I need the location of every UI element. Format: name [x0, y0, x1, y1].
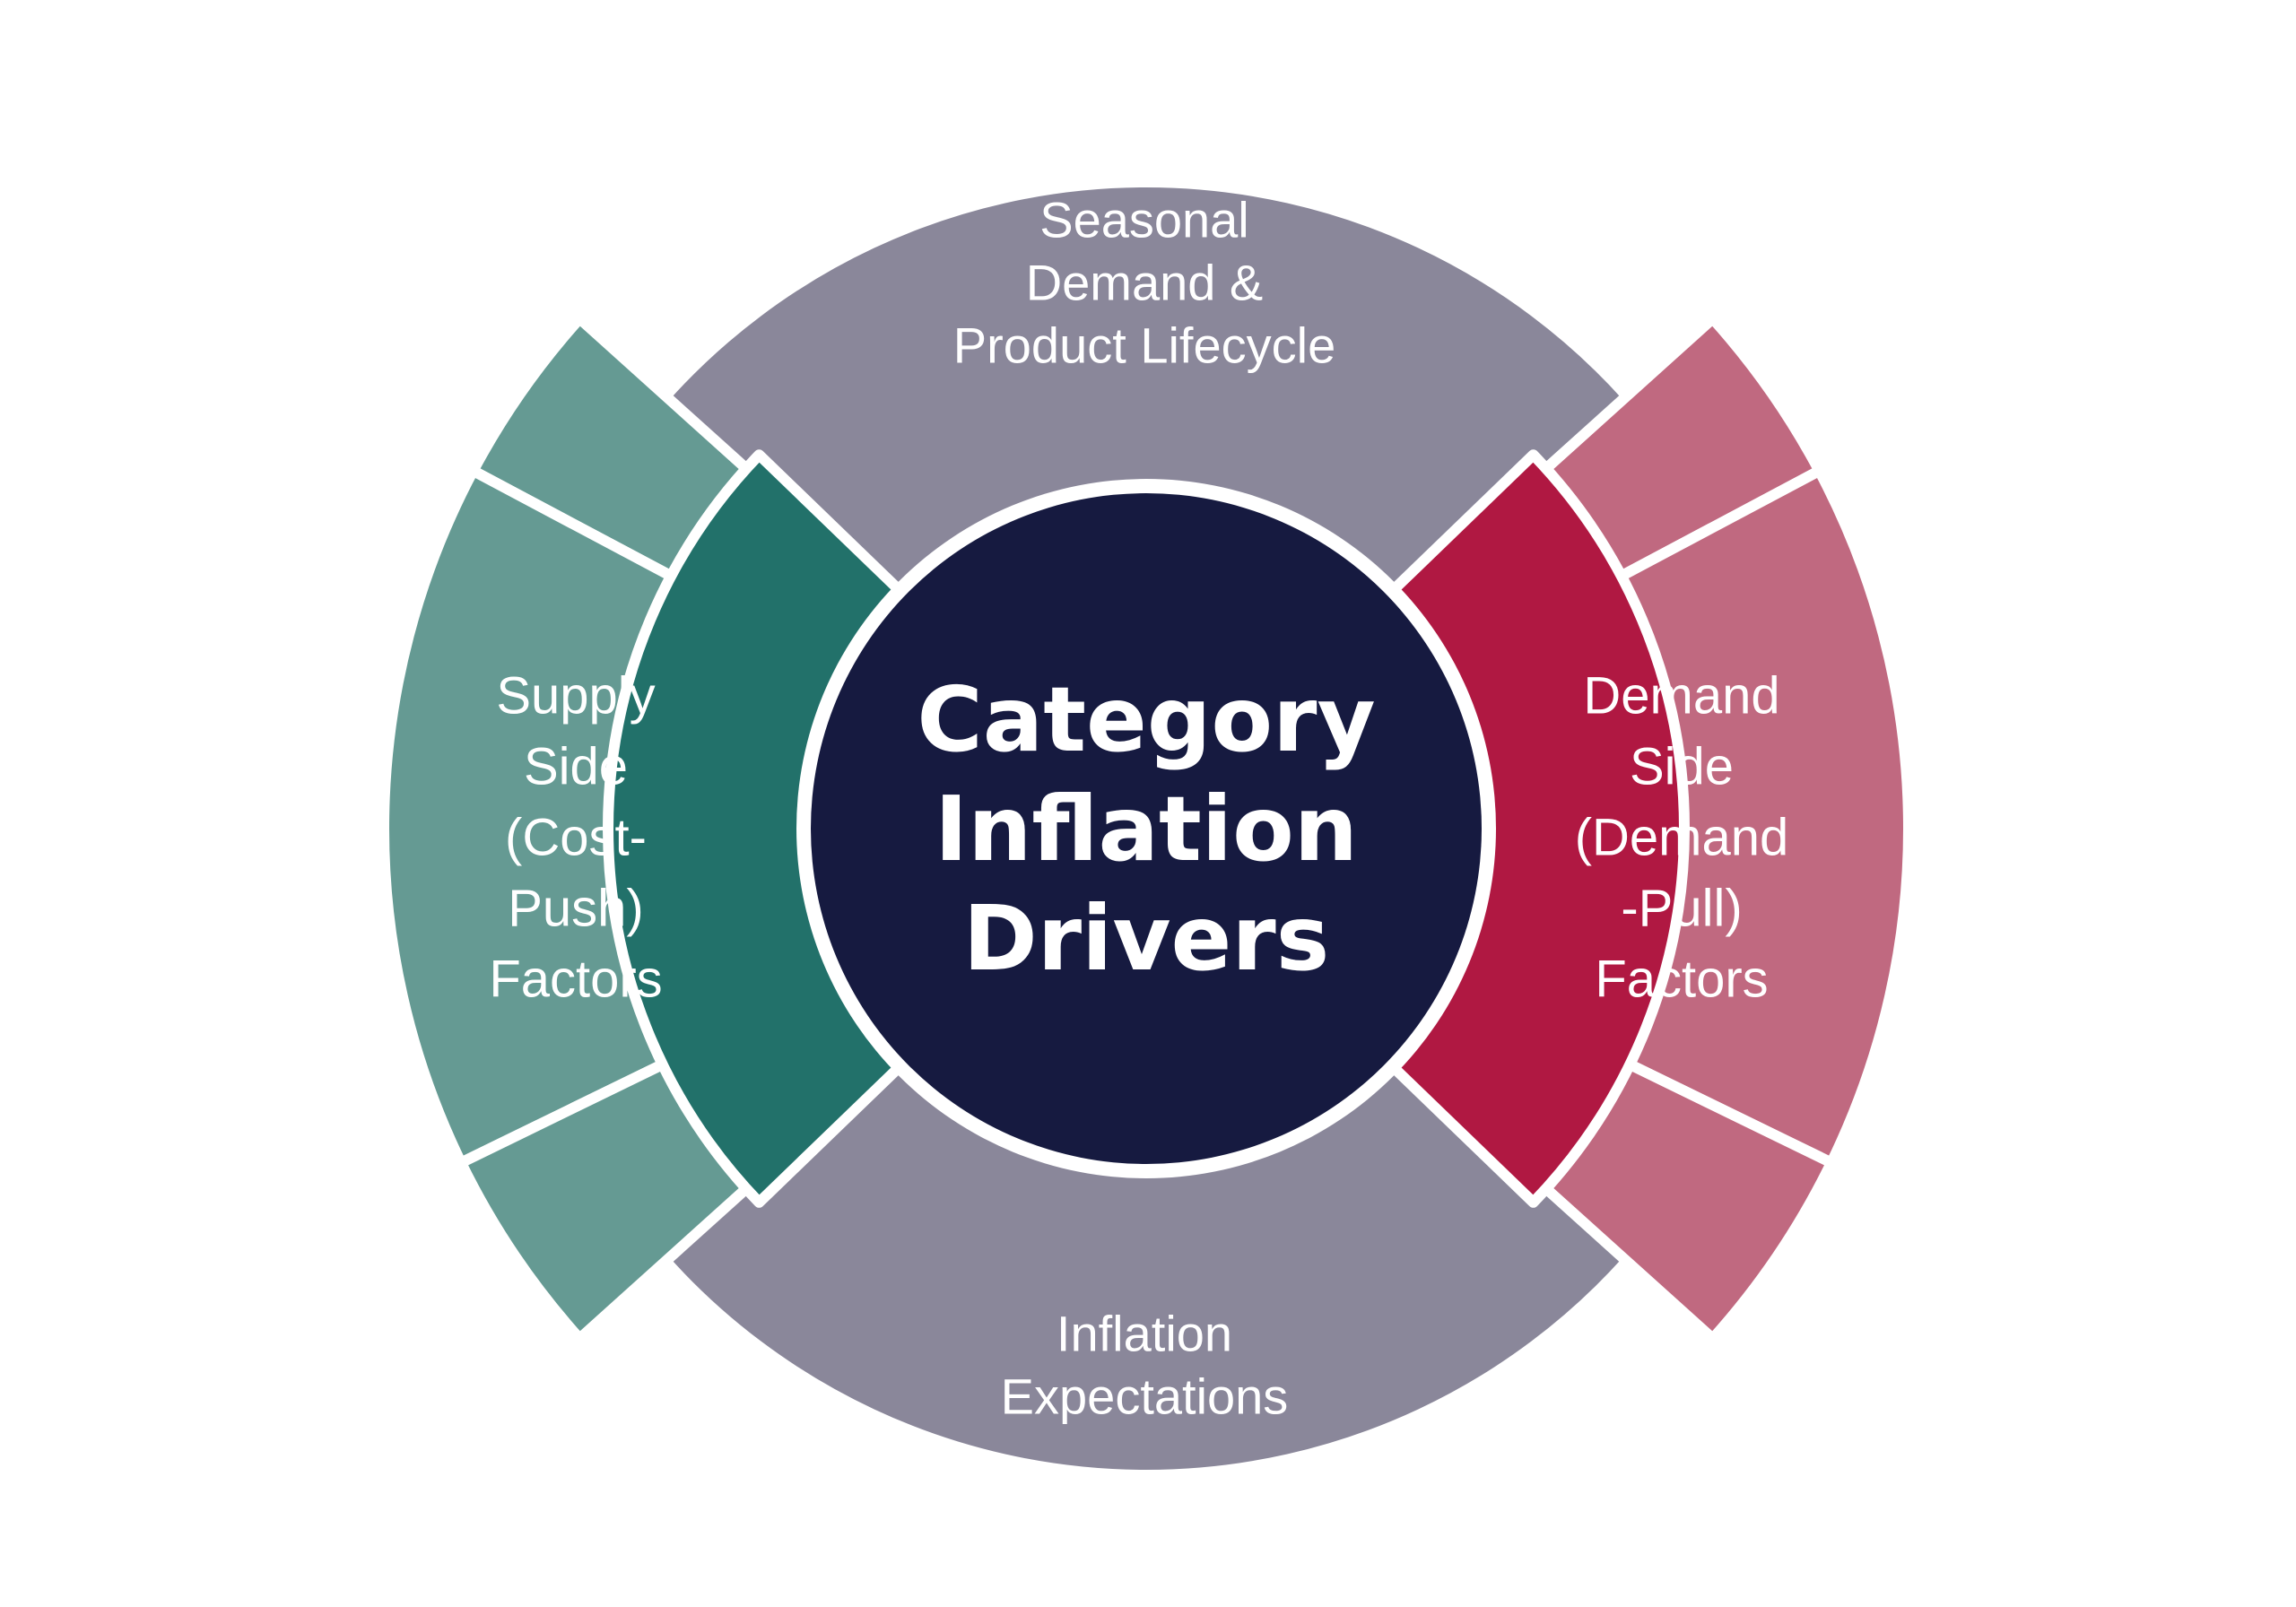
- middle-bottom-label-line: Expectations: [1001, 1368, 1289, 1425]
- outer-left-label-2-line: and: [142, 779, 222, 833]
- outer-right-label-2-line: Limited: [2016, 840, 2172, 894]
- supply-side-label-line: Factors: [489, 950, 662, 1008]
- outer-left-label-3: SupplyChain andExchangeRateShocks: [143, 1123, 490, 1493]
- supply-side-label-line: Side: [524, 737, 628, 795]
- outer-left-label-1: RisingInput andEnergyCosts: [175, 201, 474, 509]
- middle-top-label-line: Product Lifecycle: [953, 317, 1335, 374]
- outer-left-label-2-line: Labour: [107, 718, 257, 772]
- center-title-line: Inflation: [935, 777, 1358, 882]
- demand-side-label-line: Side: [1630, 737, 1734, 795]
- outer-right-label-2-line: Market: [2020, 718, 2168, 772]
- middle-top-label-line: Seasonal: [1039, 192, 1249, 248]
- middle-bottom-label-line: Inflation: [1057, 1306, 1232, 1362]
- center-title-line: Drivers: [963, 886, 1329, 991]
- center-circle: [811, 493, 1482, 1164]
- supply-side-label-line: Push): [508, 879, 644, 937]
- center-title-line: Category: [917, 667, 1375, 772]
- outer-right-label-3: PerceivedValue andBrandPremiums: [1804, 1145, 2116, 1463]
- demand-side-label-line: (Demand: [1575, 808, 1789, 866]
- supply-side-label-line: Supply: [496, 666, 655, 725]
- middle-top-label-line: Demand &: [1026, 255, 1264, 311]
- demand-side-label-line: -Pull): [1621, 879, 1742, 937]
- outer-right-label-2-line: Power and: [1979, 779, 2210, 833]
- outer-right-label-2-line: Competition: [1965, 901, 2223, 955]
- outer-left-label-2-line: Pressures: [73, 901, 291, 955]
- supply-side-label-line: (Cost-: [505, 808, 647, 866]
- demand-side-label-line: Factors: [1595, 950, 1768, 1008]
- demand-side-label-line: Demand: [1583, 666, 1779, 725]
- outer-left-label-2-line: Regulatory: [65, 840, 299, 894]
- outer-right-label-1: StrongConsumerSpending: [1839, 242, 2111, 489]
